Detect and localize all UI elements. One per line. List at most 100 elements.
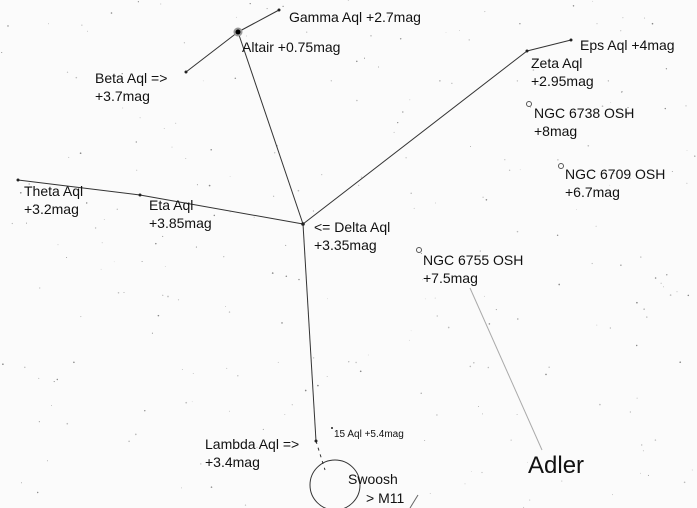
background-star xyxy=(229,176,231,177)
background-star xyxy=(436,315,438,317)
background-star xyxy=(484,11,486,13)
background-star xyxy=(557,159,559,161)
background-star xyxy=(627,107,629,109)
star-gamma xyxy=(277,8,281,12)
background-star xyxy=(429,493,431,494)
cluster-ngc6738 xyxy=(526,101,532,107)
background-star xyxy=(358,184,360,186)
background-star xyxy=(135,141,137,143)
background-star xyxy=(422,279,424,281)
background-star xyxy=(100,268,102,270)
line-eps-zeta xyxy=(526,39,572,52)
background-star xyxy=(691,469,693,471)
background-star xyxy=(121,72,123,75)
star-altair xyxy=(233,27,243,37)
label-eta-aql: Eta Aql xyxy=(149,197,194,213)
background-star xyxy=(410,330,412,332)
background-star xyxy=(664,107,666,110)
cluster-ngc6709 xyxy=(558,163,564,169)
background-star xyxy=(110,12,113,14)
background-star xyxy=(128,440,130,443)
background-star xyxy=(228,410,230,412)
background-star xyxy=(420,392,422,394)
background-star xyxy=(2,363,4,366)
background-star xyxy=(164,266,166,267)
background-star xyxy=(482,196,484,198)
background-star xyxy=(47,23,50,25)
background-star xyxy=(363,57,366,59)
background-star xyxy=(627,113,630,115)
background-star xyxy=(237,375,239,377)
background-star xyxy=(646,316,648,318)
background-star xyxy=(274,152,276,154)
background-star xyxy=(244,504,247,506)
background-star xyxy=(451,82,453,84)
swoosh-tail xyxy=(409,494,419,508)
background-star xyxy=(665,68,668,70)
star-theta xyxy=(16,178,20,182)
background-star xyxy=(387,16,389,18)
background-star xyxy=(68,156,70,158)
background-star xyxy=(181,369,183,370)
background-star xyxy=(485,199,488,201)
line-zeta-delta xyxy=(302,50,528,225)
background-star xyxy=(141,261,143,262)
background-star xyxy=(80,316,82,318)
background-star xyxy=(643,308,645,310)
label-ngc6738-mag: +8mag xyxy=(534,123,578,139)
background-star xyxy=(378,66,380,68)
line-theta-eta xyxy=(17,179,141,196)
background-star xyxy=(225,306,226,307)
background-star xyxy=(459,29,460,31)
background-star xyxy=(163,128,165,129)
line-lambda-swoosh xyxy=(315,440,326,471)
cluster-ngc6755 xyxy=(416,247,422,253)
background-star xyxy=(271,272,274,274)
background-star xyxy=(330,80,332,82)
star-eta xyxy=(138,193,142,197)
background-star xyxy=(81,24,83,26)
background-star xyxy=(409,99,411,101)
background-star xyxy=(46,460,48,462)
background-star xyxy=(213,214,216,217)
label-ngc6755-mag: +7.5mag xyxy=(423,270,478,286)
label-ngc6709: NGC 6709 OSH xyxy=(565,166,666,182)
background-star xyxy=(262,428,264,430)
background-star xyxy=(607,80,609,82)
background-star xyxy=(683,481,686,484)
background-star xyxy=(666,274,668,276)
background-star xyxy=(640,472,641,474)
background-star xyxy=(116,208,118,210)
m11-circle xyxy=(309,459,361,508)
background-star xyxy=(556,234,559,237)
background-star xyxy=(53,381,55,383)
background-star xyxy=(103,219,105,221)
line-altair-delta xyxy=(237,31,304,225)
background-star xyxy=(139,117,141,119)
background-star xyxy=(117,291,120,294)
background-star xyxy=(576,209,577,210)
background-star xyxy=(167,295,169,298)
background-star xyxy=(483,295,485,297)
background-star xyxy=(234,77,237,80)
background-star xyxy=(191,401,193,403)
background-star xyxy=(235,16,237,18)
background-star xyxy=(636,301,638,304)
label-beta-aql: Beta Aql => xyxy=(95,70,168,86)
background-star xyxy=(57,244,59,246)
background-star xyxy=(640,444,643,446)
background-star xyxy=(647,474,649,476)
background-star xyxy=(558,283,561,286)
background-star xyxy=(694,155,696,157)
background-star xyxy=(38,377,40,379)
background-star xyxy=(157,314,160,317)
background-star xyxy=(277,361,279,363)
background-star xyxy=(195,246,197,248)
background-star xyxy=(468,39,470,41)
constellation-name: Adler xyxy=(528,452,585,479)
background-star xyxy=(66,422,69,425)
background-star xyxy=(56,378,59,381)
background-star xyxy=(208,184,211,187)
background-star xyxy=(94,227,97,229)
